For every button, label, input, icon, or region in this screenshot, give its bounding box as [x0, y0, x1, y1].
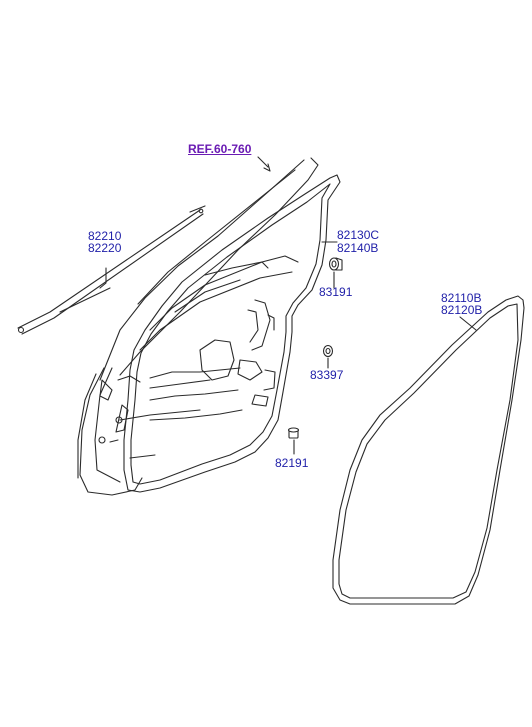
- ref-60-760-link[interactable]: REF.60-760: [188, 142, 252, 156]
- part-number-83397: 83397: [310, 368, 344, 382]
- part-number-82140b: 82140B: [337, 241, 379, 255]
- plug-83191: [328, 257, 343, 271]
- door-weatherstrip: [123, 174, 341, 493]
- door-frame-trim-strip: [17, 205, 206, 335]
- grommet-82191: [287, 427, 300, 439]
- part-number-82220: 82220: [88, 241, 122, 255]
- ref-leader-arrow: [263, 163, 271, 172]
- door-frame-trim-leader: [99, 267, 107, 289]
- part-number-83191: 83191: [319, 285, 353, 299]
- plug-83397: [322, 344, 334, 358]
- ref-leader-line: [257, 156, 269, 168]
- part-number-82191: 82191: [275, 456, 309, 470]
- body-side-weatherstrip: [332, 295, 525, 605]
- door-panel: [77, 157, 319, 496]
- part-number-82130c: 82130C: [337, 228, 380, 242]
- part-number-82120b: 82120B: [441, 303, 483, 317]
- part-number-82210: 82210: [88, 229, 122, 243]
- body-side-weatherstrip-leader: [459, 316, 477, 331]
- part-number-82110b: 82110B: [441, 291, 482, 305]
